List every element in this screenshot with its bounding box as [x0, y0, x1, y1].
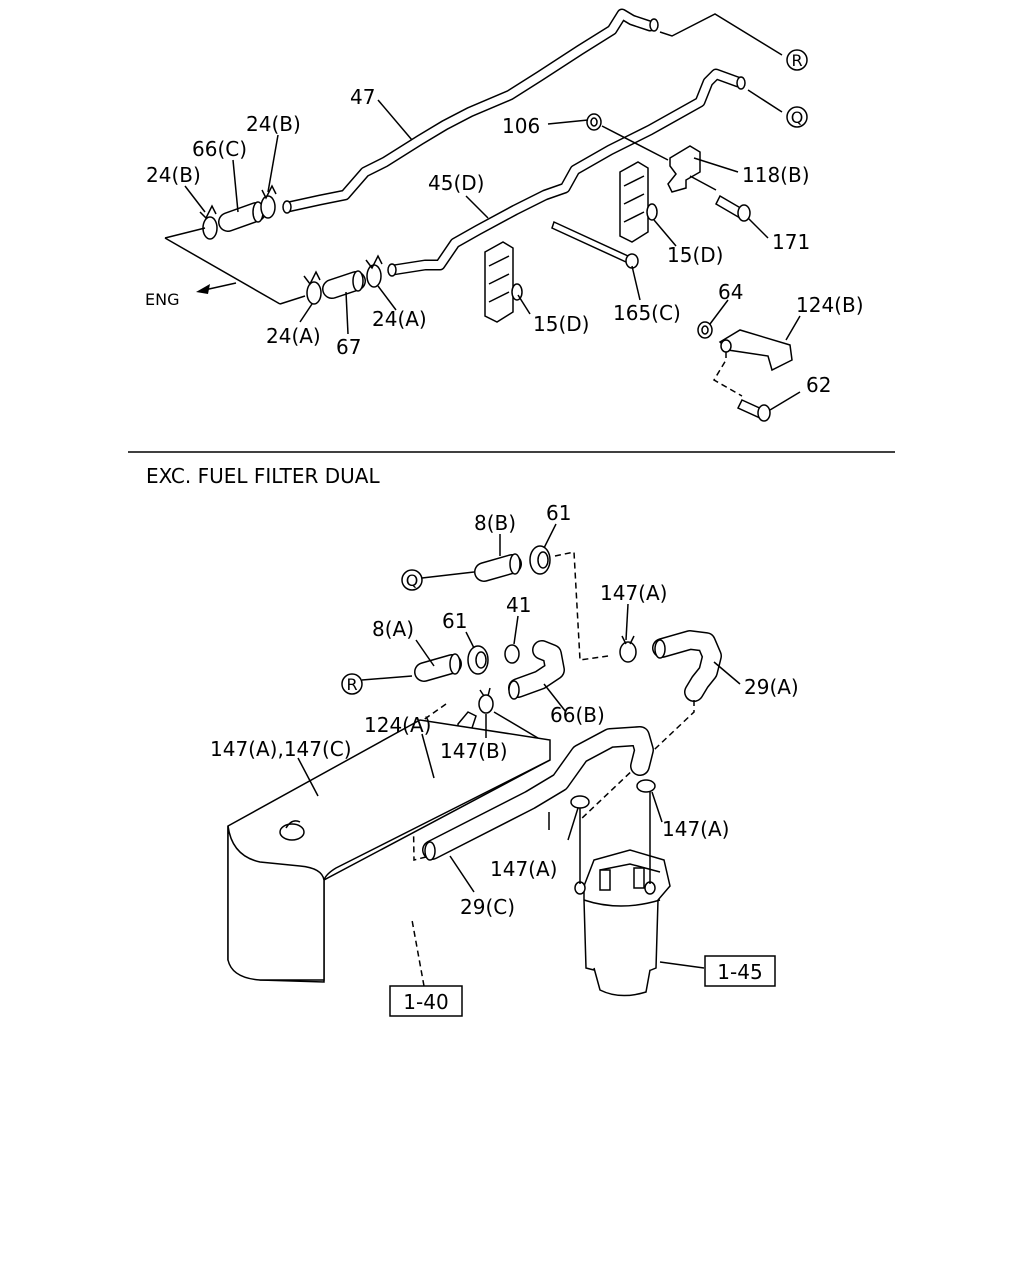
callout-29a: 29(A): [744, 675, 799, 699]
callout-8b: 8(B): [474, 511, 516, 535]
bracket-124b: [718, 329, 793, 372]
callout-61-top: 61: [546, 501, 571, 525]
clamp-147a-mid: [570, 795, 590, 809]
callout-8a: 8(A): [372, 617, 414, 641]
bolt-171: [715, 194, 751, 222]
callout-45d: 45(D): [428, 171, 484, 195]
connector-q-bottom: Q: [401, 569, 423, 591]
clamp-147a-top: [619, 635, 637, 663]
callout-24a-right: 24(A): [372, 307, 427, 331]
connector-r-bottom-label: R: [346, 675, 357, 694]
hose-8b: [474, 553, 522, 582]
callout-41: 41: [506, 593, 531, 617]
ref-box-1-40[interactable]: 1-40: [389, 985, 463, 1017]
connector-q-top: Q: [786, 106, 808, 128]
clamp-147b: [478, 687, 494, 714]
clamp-block-15d-left: [484, 241, 523, 323]
hose-66b: [508, 640, 565, 700]
clamp-24b-left: [199, 204, 218, 240]
bolt-62: [736, 399, 771, 422]
callout-64: 64: [718, 280, 743, 304]
callout-147ac: 147(A),147(C): [210, 737, 352, 761]
callout-124b: 124(B): [796, 293, 864, 317]
callout-47: 47: [350, 85, 375, 109]
connector-r-top: R: [786, 49, 808, 71]
callout-171: 171: [772, 230, 810, 254]
clamp-147a-right: [636, 779, 656, 793]
callout-118b: 118(B): [742, 163, 810, 187]
clamp-24a-left: [303, 270, 322, 305]
callout-67: 67: [336, 335, 361, 359]
callout-15d-left: 15(D): [533, 312, 589, 336]
callout-165c: 165(C): [613, 301, 681, 325]
fuel-pipe-47: [282, 8, 659, 214]
clamp-24a-right: [365, 254, 383, 288]
connector-r-bottom: R: [341, 673, 363, 695]
clip-118b: [667, 145, 701, 193]
fuel-tank: [227, 719, 551, 983]
hose-29a: [652, 630, 722, 702]
section-title: EXC. FUEL FILTER DUAL: [146, 464, 380, 488]
clamp-24b-right: [260, 184, 277, 219]
nut-64: [697, 321, 713, 339]
callout-62: 62: [806, 373, 831, 397]
callout-15d-right: 15(D): [667, 243, 723, 267]
callout-147b: 147(B): [440, 739, 508, 763]
fuel-filter: [574, 790, 671, 997]
nut-106: [586, 113, 602, 131]
callout-124a: 124(A): [364, 713, 431, 737]
callout-66c: 66(C): [192, 137, 247, 161]
callout-147a-mid: 147(A): [490, 857, 557, 881]
clamp-61-mid: [467, 645, 489, 675]
eng-direction-label: ENG: [145, 290, 179, 309]
callout-147a-right: 147(A): [662, 817, 729, 841]
clamp-61-top: [529, 545, 551, 575]
callout-1-40: 1-40: [403, 990, 448, 1014]
clamp-41: [504, 644, 520, 664]
callout-1-45: 1-45: [717, 960, 762, 984]
callout-147a-top: 147(A): [600, 581, 667, 605]
connector-q-bottom-label: Q: [406, 571, 419, 590]
connector-q-top-label: Q: [791, 108, 804, 127]
callout-61-mid: 61: [442, 609, 467, 633]
hose-8a: [414, 653, 462, 682]
hose-29c: [422, 726, 654, 861]
connector-r-top-label: R: [791, 51, 802, 70]
fuel-pipe-45d: [387, 68, 746, 277]
callout-106: 106: [502, 114, 540, 138]
hose-66c: [218, 201, 266, 232]
callout-24a-left: 24(A): [266, 324, 321, 348]
callout-24b-top: 24(B): [246, 112, 301, 136]
clamp-block-15d-right: [619, 161, 658, 243]
callout-24b-left: 24(B): [146, 163, 201, 187]
hose-67: [322, 270, 366, 299]
ref-box-1-45[interactable]: 1-45: [704, 955, 776, 987]
callout-29c: 29(C): [460, 895, 515, 919]
callout-66b: 66(B): [550, 703, 605, 727]
